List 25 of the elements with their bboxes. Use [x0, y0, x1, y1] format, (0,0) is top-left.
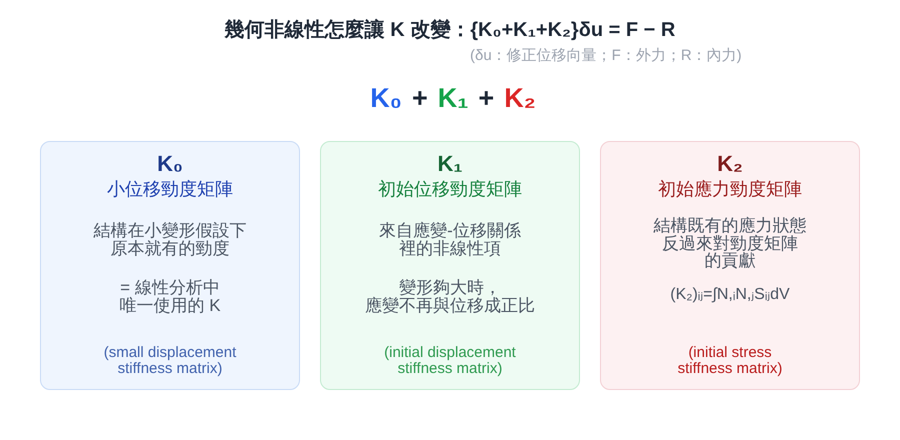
english-note: (small displacement stiffness matrix): [102, 345, 238, 377]
title: 幾何非線性怎麼讓 K 改變：{K₀+K₁+K₂}δu = F − R: [224, 19, 676, 41]
matrix-symbol: K₀: [370, 82, 402, 114]
matrix-symbol: K₀: [157, 151, 183, 177]
description-text: = 線性分析中唯一使用的 K: [118, 279, 222, 315]
english-note: (initial stress stiffness matrix): [676, 345, 784, 377]
plus-sign: +: [412, 82, 428, 114]
card-title: 初始位移勁度矩陣: [378, 178, 522, 200]
info-card: [40, 141, 300, 390]
matrix-symbol: K₁: [438, 151, 462, 177]
description-text: 變形夠大時，應變不再與位移成正比: [364, 279, 536, 315]
english-note: (initial displacement stiffness matrix): [383, 345, 517, 377]
description-text: 結構在小變形假設下原本就有的勁度: [92, 222, 248, 258]
matrix-symbol: K₁: [438, 82, 468, 114]
info-card: [320, 141, 580, 390]
description-text: 結構既有的應力狀態反過來對勁度矩陣的貢獻: [652, 217, 808, 270]
variable-note: (δu：修正位移向量；F：外力；R：內力): [470, 47, 742, 65]
info-card: [600, 141, 860, 390]
card-title: 初始應力勁度矩陣: [658, 178, 802, 200]
description-text: 來自應變-位移關係裡的非線性項: [378, 222, 522, 258]
matrix-symbol: K₂: [504, 82, 536, 114]
matrix-symbol: K₂: [717, 151, 743, 177]
formula: (K₂)ᵢⱼ=∫N,ᵢN,ⱼSᵢⱼdV: [670, 286, 790, 304]
card-title: 小位移勁度矩陣: [107, 178, 233, 200]
plus-sign: +: [478, 82, 494, 114]
